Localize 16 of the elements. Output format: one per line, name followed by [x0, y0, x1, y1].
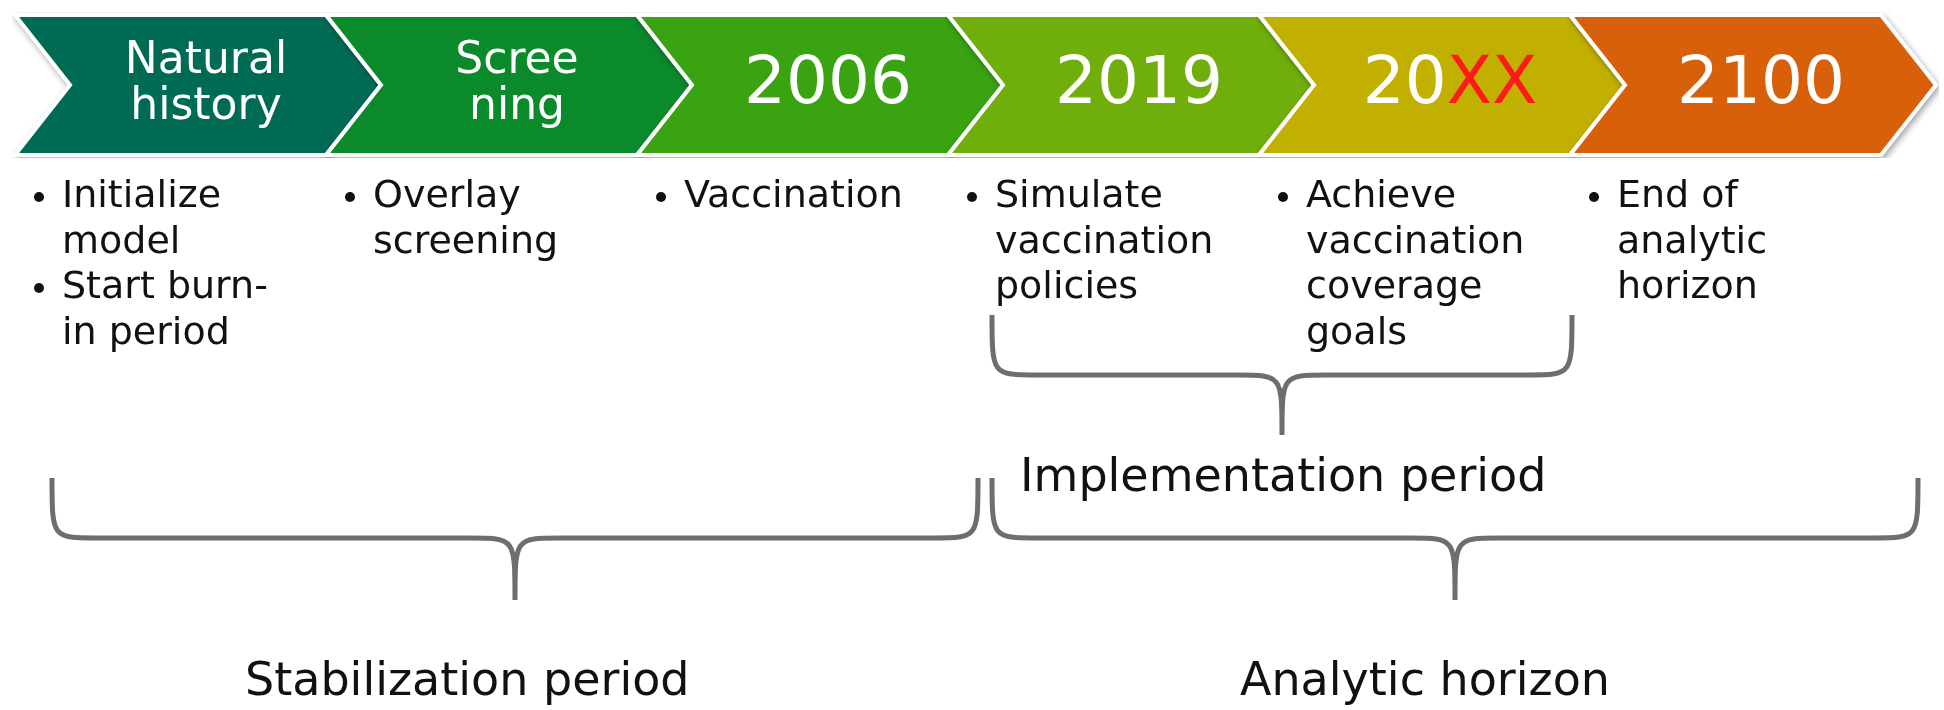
- chevron-label: Screening: [454, 34, 580, 128]
- bullet-text: Overlay screening: [373, 172, 559, 262]
- bullet-text: Vaccination: [684, 172, 903, 216]
- chevron-label: 2006: [743, 46, 913, 116]
- period-label: Analytic horizon: [1240, 652, 1610, 706]
- chevron-label: 20XX: [1361, 46, 1539, 116]
- chevron-label: 2100: [1676, 46, 1846, 116]
- bullet-text: End of analytic horizon: [1617, 172, 1768, 308]
- bullet-text: Start burn-in period: [62, 263, 268, 353]
- bullet-text: Initialize model: [62, 172, 222, 262]
- bullet-text: Achieve vaccination coverage goals: [1306, 172, 1525, 353]
- period-label: Implementation period: [1020, 448, 1547, 502]
- chevron-label: Natural history: [123, 34, 289, 128]
- period-label: Stabilization period: [245, 652, 690, 706]
- chevron-label: 2019: [1054, 46, 1224, 116]
- bullet-text: Simulate vaccination policies: [995, 172, 1214, 308]
